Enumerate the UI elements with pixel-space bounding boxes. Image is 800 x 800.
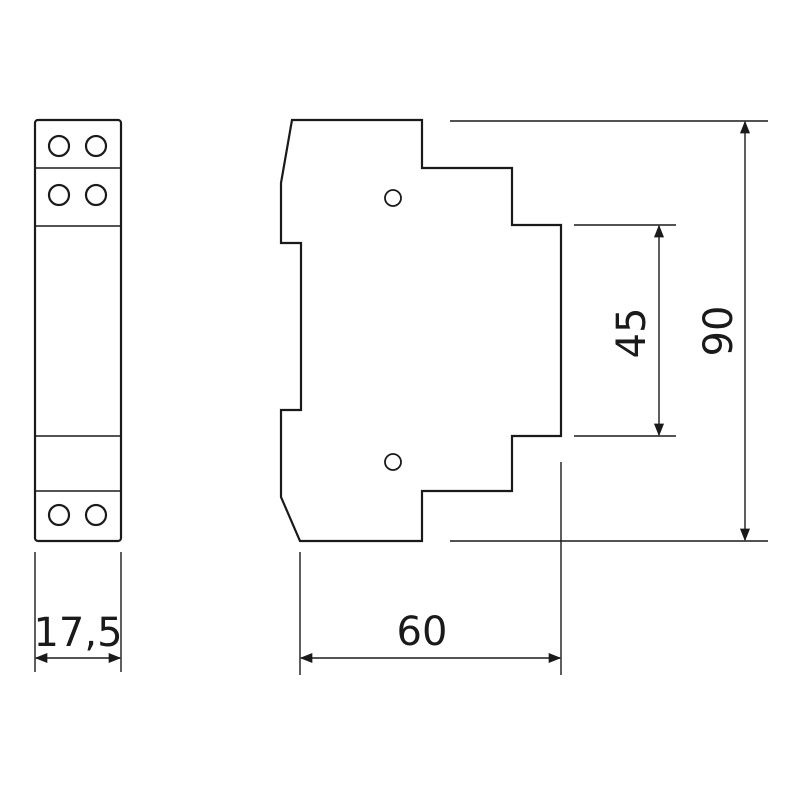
terminal-screw-icon	[47, 183, 71, 207]
mounting-hole-icon	[384, 453, 402, 471]
dimension-label-depth: 60	[397, 609, 448, 655]
terminal-screw-icon	[84, 183, 108, 207]
dimension-label-width: 17,5	[33, 610, 122, 656]
mounting-hole-icon	[384, 189, 402, 207]
dimension-label-rail-height: 45	[609, 308, 655, 359]
terminal-screw-icon	[47, 134, 71, 158]
front-housing	[33, 118, 123, 543]
terminal-screw-icon	[84, 503, 108, 527]
dimension-label-total-height: 90	[696, 306, 742, 357]
terminal-screw-icon	[84, 134, 108, 158]
front-view: 17,5	[33, 118, 123, 672]
side-view: 90 45 60	[279, 118, 768, 675]
terminal-screw-icon	[47, 503, 71, 527]
side-housing-profile	[279, 118, 563, 543]
